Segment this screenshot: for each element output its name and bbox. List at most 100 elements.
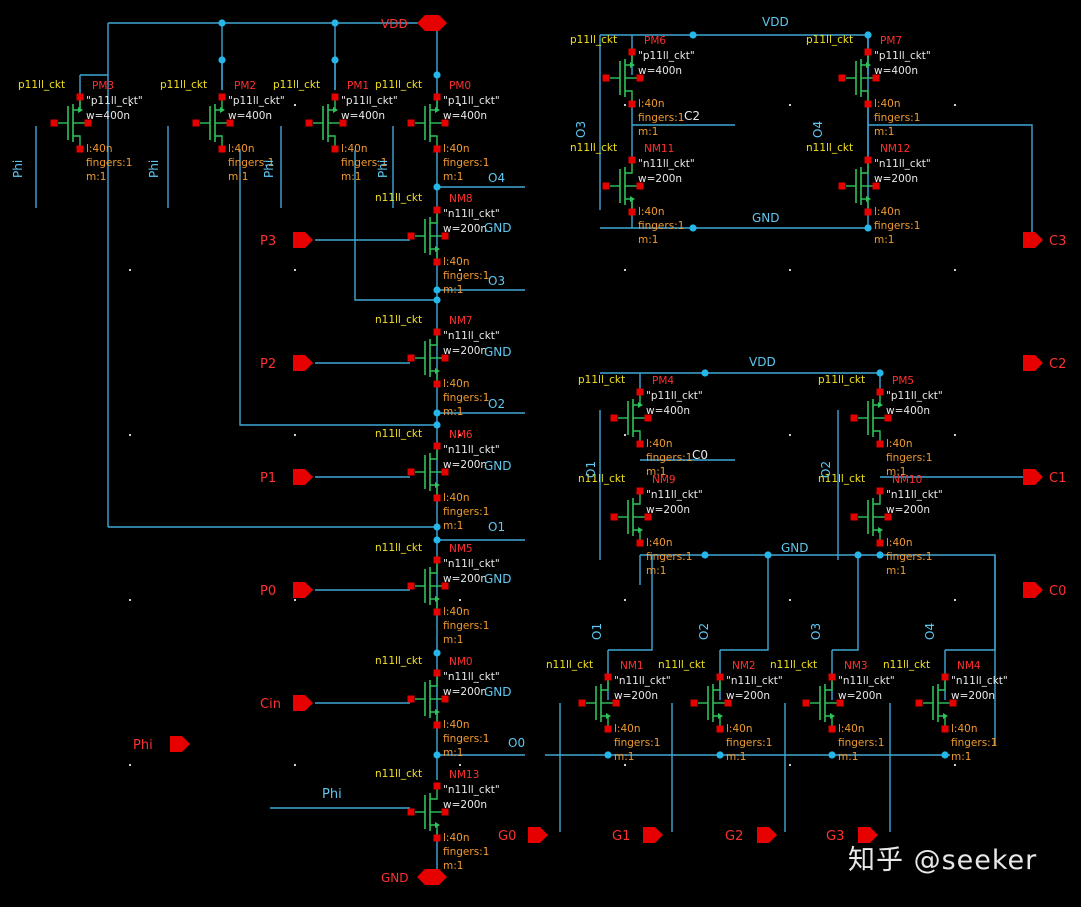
device-cell-label: "n11ll_ckt" [874, 158, 931, 170]
arrow [606, 713, 611, 719]
net-label-o1: O1 [488, 520, 505, 534]
pin-marker [441, 354, 449, 362]
o1-net-label: O1 [584, 461, 598, 478]
pin-marker [636, 388, 644, 396]
phi-label: Phi [147, 160, 161, 178]
device-width-label: w=200n [886, 504, 930, 516]
o4-net-label: O4 [811, 121, 825, 138]
device-m-label: m:1 [443, 634, 463, 646]
pin-marker [876, 539, 884, 547]
drain-leg [873, 494, 881, 505]
junction-dot [854, 551, 862, 559]
pin-marker [644, 513, 652, 521]
wire [832, 555, 859, 651]
pin-marker [433, 380, 441, 388]
device-cell-label: "n11ll_ckt" [726, 675, 783, 687]
grid-dot [624, 104, 626, 106]
pin-marker [628, 156, 636, 164]
pin-marker [864, 156, 872, 164]
device-width-label: w=200n [646, 504, 690, 516]
grid-dot [954, 764, 956, 766]
device-cell-label: "n11ll_ckt" [443, 784, 500, 796]
gnd-label-top: GND [752, 211, 780, 225]
device-fingers-label: fingers:1 [443, 846, 489, 858]
c2-net-label: C2 [684, 109, 700, 123]
arrow [78, 107, 83, 113]
pin-p1-label: P1 [260, 471, 276, 486]
gnd-label: GND [484, 459, 512, 473]
pin-marker [441, 468, 449, 476]
pin-marker [838, 74, 846, 82]
device-m-label: m:1 [228, 171, 248, 183]
arrow [435, 246, 440, 252]
pin-p1 [293, 469, 313, 485]
pin-g2 [757, 827, 777, 843]
junction-dots [218, 19, 949, 759]
vdd-label-mid: VDD [749, 355, 776, 369]
arrow [866, 62, 871, 68]
device-width-label: w=200n [443, 223, 487, 235]
wire [608, 555, 653, 651]
drain-leg [633, 494, 641, 505]
pin-marker [628, 48, 636, 56]
grid-dot [459, 764, 461, 766]
pin-phi-label: Phi [133, 738, 153, 753]
pin-marker [872, 74, 880, 82]
junction-dot [701, 551, 709, 559]
pin-marker [864, 100, 872, 108]
pin-marker [610, 513, 618, 521]
grid-dot [954, 269, 956, 271]
drain-leg [430, 676, 438, 687]
arrow [435, 709, 440, 715]
drain-leg [430, 449, 438, 460]
pin-marker [716, 725, 724, 733]
pin-marker [433, 721, 441, 729]
device-length-label: l:40n [886, 537, 912, 549]
pin-marker [407, 232, 415, 240]
junction-dot [433, 409, 441, 417]
device-m-label: m:1 [951, 751, 971, 763]
pin-marker [50, 119, 58, 127]
device-width-label: w=400n [341, 110, 385, 122]
drain-leg [430, 789, 438, 800]
pin-marker [602, 182, 610, 190]
pin-marker [331, 145, 339, 153]
device-cell-label: "n11ll_ckt" [646, 489, 703, 501]
pin-marker [604, 673, 612, 681]
pin-marker [636, 74, 644, 82]
device-lib-label: n11ll_ckt [375, 314, 422, 326]
device-cell-label: "n11ll_ckt" [443, 330, 500, 342]
gnd-label: GND [484, 345, 512, 359]
grid-dot [789, 269, 791, 271]
source-leg [73, 135, 81, 146]
grid-dot [129, 434, 131, 436]
source-leg [625, 90, 633, 101]
pin-vdd [417, 15, 447, 31]
vdd-label-top: VDD [762, 15, 789, 29]
device-length-label: l:40n [614, 723, 640, 735]
device-fingers-label: fingers:1 [614, 737, 660, 749]
grid-dot [294, 764, 296, 766]
device-name-label: NM1 [620, 660, 644, 672]
device-cell-label: "p11ll_ckt" [341, 95, 398, 107]
drain-leg [938, 680, 946, 691]
pin-phi [170, 736, 190, 752]
grid-dot [294, 599, 296, 601]
junction-dot [864, 31, 872, 39]
device-name-label: NM13 [449, 769, 479, 781]
grid-dot [624, 599, 626, 601]
device-lib-label: p11ll_ckt [18, 79, 65, 91]
pin-marker [636, 440, 644, 448]
device-width-label: w=200n [443, 799, 487, 811]
junction-dot [433, 649, 441, 657]
device-m-label: m:1 [443, 171, 463, 183]
device-m-label: m:1 [838, 751, 858, 763]
pin-marker [433, 328, 441, 336]
junction-dot [433, 286, 441, 294]
arrow [435, 596, 440, 602]
pin-marker [441, 808, 449, 816]
pin-marker [433, 669, 441, 677]
grid-dot [459, 269, 461, 271]
device-length-label: l:40n [638, 206, 664, 218]
arrow [435, 482, 440, 488]
